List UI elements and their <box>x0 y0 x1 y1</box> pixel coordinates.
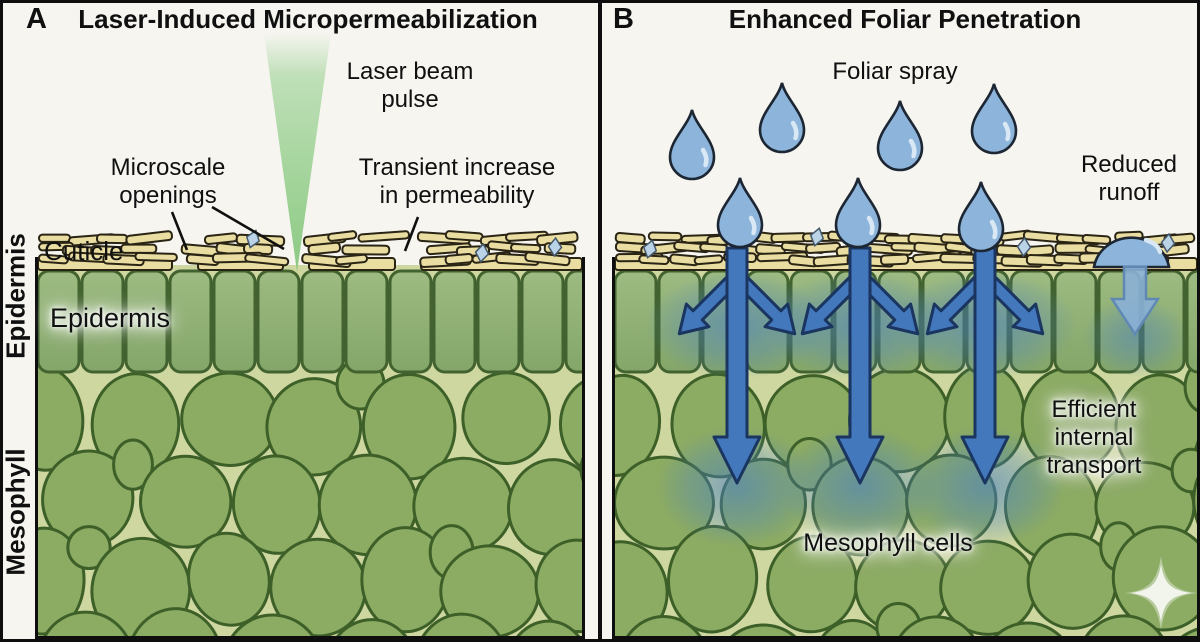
label-reduced-runoff: Reduced runoff <box>1080 151 1178 207</box>
label-cuticle: Cuticle <box>44 236 124 266</box>
spray-droplet-icon <box>760 83 804 152</box>
panel-b-title: Enhanced Foliar Penetration <box>728 4 1082 34</box>
label-microscale-openings: Microscale openings <box>110 154 226 210</box>
spray-droplet-icon <box>670 110 714 179</box>
label-laser-beam-pulse: Laser beam pulse <box>346 58 474 114</box>
spray-droplet-icon <box>972 84 1016 153</box>
panel-b-letter: B <box>613 3 634 35</box>
panel-a-title: Laser-Induced Micropermeabilization <box>78 4 538 34</box>
panel-a-letter: A <box>26 3 47 35</box>
spray-droplet-icon <box>878 101 922 170</box>
panel-a-tissue-illustration <box>35 229 585 639</box>
axis-label-epidermis: Epidermis <box>0 233 31 359</box>
label-efficient-transport: Efficient internal transport <box>1046 396 1142 480</box>
label-epidermis-inner: Epidermis <box>50 303 171 333</box>
axis-label-mesophyll: Mesophyll <box>0 448 31 576</box>
label-foliar-spray: Foliar spray <box>832 58 958 85</box>
label-transient-increase: Transient increase in permeability <box>358 154 556 210</box>
panel-divider <box>598 0 602 642</box>
label-mesophyll-cells: Mesophyll cells <box>803 529 973 557</box>
